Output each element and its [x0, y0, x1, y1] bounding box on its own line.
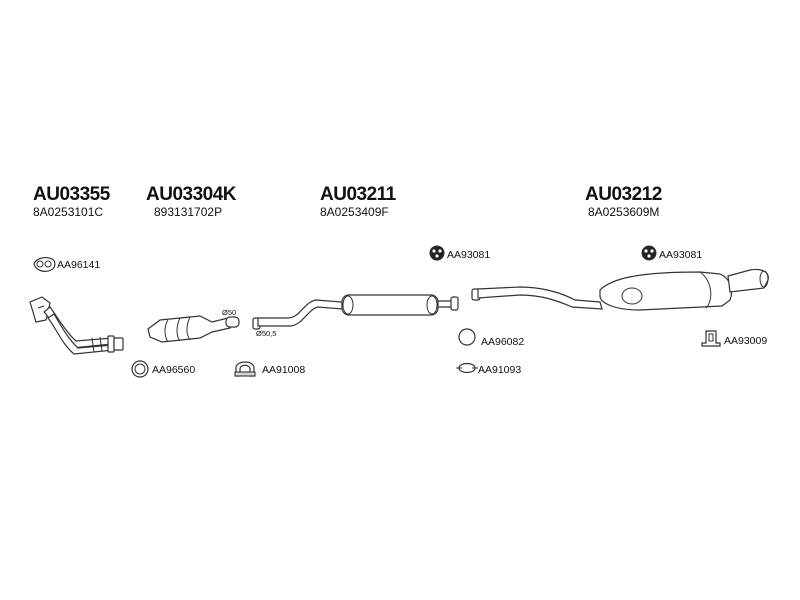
u-clamp-icon	[234, 361, 256, 377]
ref-gasket-flange: AA96141	[57, 259, 101, 271]
rear-silencer	[471, 268, 769, 311]
part-number-rear-silencer: AU03212	[585, 184, 662, 205]
ref-ring-mid: AA96082	[481, 336, 525, 348]
oem-number-front-pipe: 8A0253101C	[33, 205, 104, 219]
ring-gasket-icon	[458, 328, 476, 346]
catalytic-converter	[147, 315, 240, 343]
ring-gasket-icon	[131, 360, 149, 378]
ref-bracket-rear: AA93009	[724, 335, 768, 347]
part-number-middle-silencer: AU03211	[320, 184, 396, 205]
oem-number-middle-silencer: 8A0253409F	[320, 205, 389, 219]
part-number-catalytic-converter: AU03304K	[146, 184, 237, 205]
u-clamp-icon	[456, 362, 478, 374]
ref-clamp-cat: AA91008	[262, 364, 306, 376]
rubber-hanger-icon	[641, 245, 657, 261]
ref-hanger-rear: AA93081	[659, 249, 703, 261]
dimension-diameter-50: Ø50	[222, 308, 237, 317]
oem-number-rear-silencer: 8A0253609M	[588, 205, 660, 219]
ref-hanger-mid: AA93081	[447, 249, 491, 261]
ref-ring-gasket: AA96560	[152, 364, 196, 376]
oem-number-catalytic-converter: 893131702P	[154, 205, 223, 219]
dimension-diameter-50-5: Ø50,5	[256, 329, 277, 338]
flange-gasket-icon	[33, 257, 56, 272]
ref-clamp-mid: AA91093	[478, 364, 522, 376]
front-pipe	[29, 296, 124, 355]
part-number-front-pipe: AU03355	[33, 184, 110, 205]
middle-silencer	[252, 294, 459, 330]
rubber-hanger-icon	[429, 245, 445, 261]
bracket-icon	[701, 330, 721, 347]
